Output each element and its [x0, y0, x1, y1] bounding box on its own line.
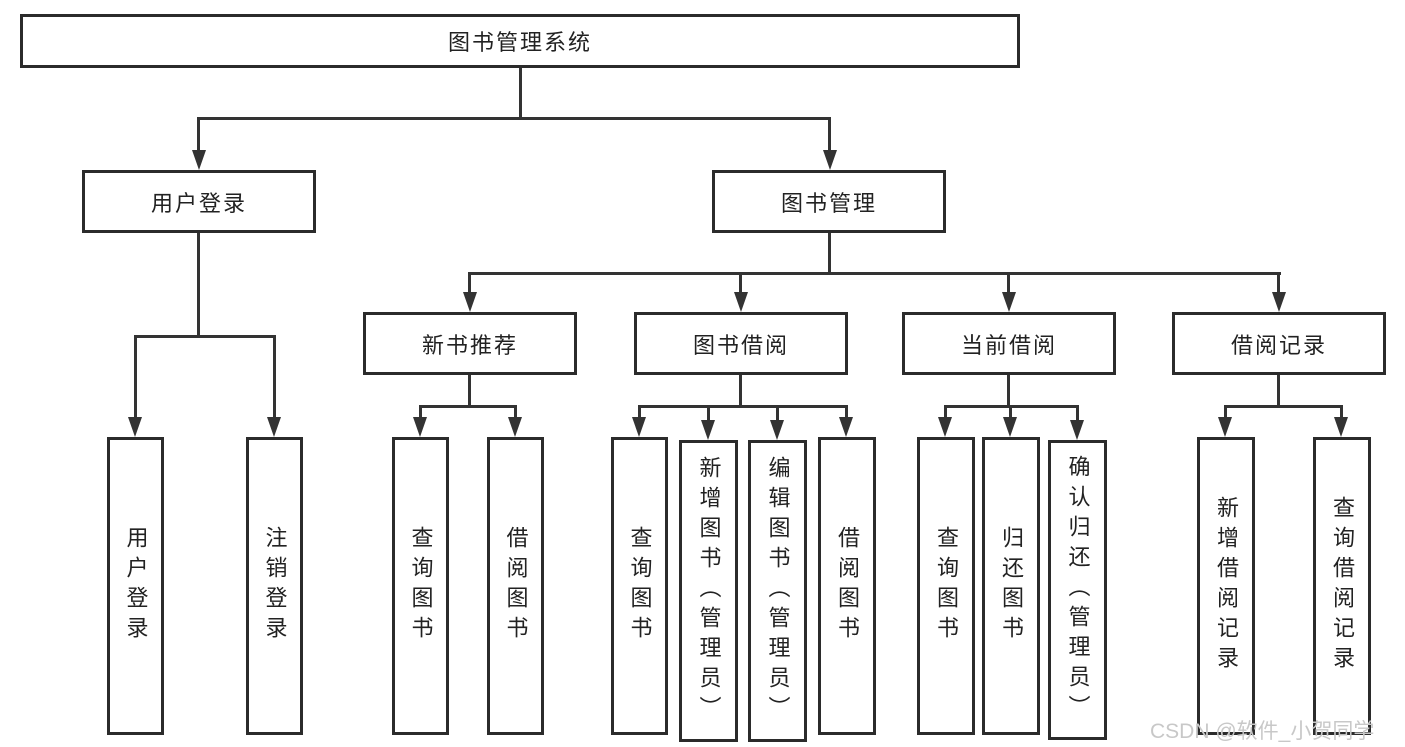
leaf-label: 用户登录 [123, 526, 149, 646]
connector-line [1007, 272, 1010, 296]
connector-line [1076, 405, 1079, 423]
connector-line [845, 405, 848, 420]
connector-line [1277, 375, 1280, 408]
connector-line [197, 233, 200, 338]
arrow-down-icon [463, 292, 477, 312]
connector-line [1224, 405, 1343, 408]
connector-line [1277, 272, 1280, 296]
arrow-down-icon [1334, 417, 1348, 437]
connector-line [197, 117, 200, 154]
connector-line [776, 405, 779, 423]
leaf-query-borrow-record: 查询借阅记录 [1313, 437, 1371, 735]
arrow-down-icon [770, 420, 784, 440]
arrow-down-icon [267, 417, 281, 437]
leaf-add-books-admin: 新增图书（管理员） [679, 440, 738, 742]
connector-line [944, 405, 947, 420]
leaf-user-login: 用户登录 [107, 437, 164, 735]
leaf-label: 新增图书（管理员） [696, 456, 722, 726]
arrow-down-icon [734, 292, 748, 312]
node-book-management: 图书管理 [712, 170, 946, 233]
arrow-down-icon [1002, 292, 1016, 312]
node-library-management-system: 图书管理系统 [20, 14, 1020, 68]
connector-line [828, 117, 831, 154]
arrow-down-icon [413, 417, 427, 437]
node-book-borrowing: 图书借阅 [634, 312, 848, 375]
leaf-label: 新增借阅记录 [1214, 496, 1239, 676]
arrow-down-icon [632, 417, 646, 437]
arrow-down-icon [192, 150, 206, 170]
arrow-down-icon [508, 417, 522, 437]
connector-line [134, 335, 137, 420]
connector-line [519, 68, 522, 120]
connector-line [197, 117, 831, 120]
arrow-down-icon [938, 417, 952, 437]
leaf-logout: 注销登录 [246, 437, 303, 735]
arrow-down-icon [823, 150, 837, 170]
connector-line [1009, 405, 1012, 420]
node-new-book-recommendation: 新书推荐 [363, 312, 577, 375]
leaf-edit-books-admin: 编辑图书（管理员） [748, 440, 807, 742]
node-current-borrowing: 当前借阅 [902, 312, 1116, 375]
leaf-label: 查询图书 [934, 526, 959, 646]
node-user-login: 用户登录 [82, 170, 316, 233]
leaf-label: 借阅图书 [503, 526, 529, 646]
leaf-borrow-books-recommend: 借阅图书 [487, 437, 544, 735]
leaf-query-books-recommend: 查询图书 [392, 437, 449, 735]
connector-line [638, 405, 848, 408]
leaf-label: 查询图书 [408, 526, 434, 646]
connector-line [828, 233, 831, 275]
arrow-down-icon [128, 417, 142, 437]
leaf-borrow-books: 借阅图书 [818, 437, 876, 735]
connector-line [419, 405, 422, 420]
connector-line [468, 375, 471, 408]
leaf-label: 编辑图书（管理员） [765, 456, 791, 726]
leaf-add-borrow-record: 新增借阅记录 [1197, 437, 1255, 735]
arrow-down-icon [1003, 417, 1017, 437]
connector-line [134, 335, 276, 338]
arrow-down-icon [1272, 292, 1286, 312]
watermark: CSDN @软件_小贺同学 [1150, 720, 1375, 743]
connector-line [273, 335, 276, 420]
leaf-label: 确认归还（管理员） [1065, 455, 1091, 725]
leaf-label: 注销登录 [262, 526, 288, 646]
connector-line [739, 375, 742, 408]
connector-line [514, 405, 517, 420]
connector-line [1224, 405, 1227, 420]
connector-line [468, 272, 1281, 275]
leaf-label: 归还图书 [999, 526, 1024, 646]
connector-line [468, 272, 471, 296]
arrow-down-icon [701, 420, 715, 440]
arrow-down-icon [1218, 417, 1232, 437]
leaf-query-books-borrow: 查询图书 [611, 437, 668, 735]
connector-line [1340, 405, 1343, 420]
connector-line [707, 405, 710, 423]
leaf-query-books-current: 查询图书 [917, 437, 975, 735]
connector-line [638, 405, 641, 420]
leaf-label: 查询借阅记录 [1330, 496, 1355, 676]
connector-line [739, 272, 742, 296]
leaf-confirm-return-admin: 确认归还（管理员） [1048, 440, 1107, 740]
leaf-return-books: 归还图书 [982, 437, 1040, 735]
arrow-down-icon [1070, 420, 1084, 440]
leaf-label: 查询图书 [627, 526, 653, 646]
connector-line [1007, 375, 1010, 408]
node-borrowing-records: 借阅记录 [1172, 312, 1386, 375]
arrow-down-icon [839, 417, 853, 437]
connector-line [419, 405, 517, 408]
leaf-label: 借阅图书 [835, 526, 860, 646]
